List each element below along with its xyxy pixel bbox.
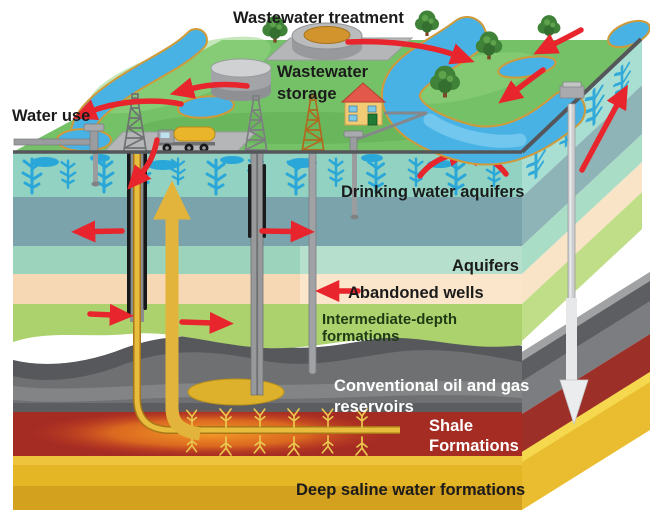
house-window-1 <box>348 105 358 113</box>
label-wastewater-storage-1: Wastewater <box>277 63 369 81</box>
river-inflow-arrow-1 <box>533 27 584 55</box>
house-window-2 <box>367 105 377 113</box>
truck-window <box>160 132 170 138</box>
injection-wellhead-cap <box>562 81 582 88</box>
front-face <box>13 152 522 510</box>
slate-arrow-right <box>259 220 315 243</box>
side-conventional-shade <box>522 281 650 381</box>
aquifers-highlight <box>300 246 522 274</box>
saline-bottom-shade <box>13 486 522 510</box>
storage-to-river-arrow <box>169 77 250 99</box>
pond-storage <box>177 95 235 119</box>
label-shale-2: Formations <box>429 437 519 455</box>
injection-arrow-shaft <box>566 298 577 382</box>
wastewater-storage-tank <box>210 58 272 101</box>
top-surface <box>13 10 650 166</box>
label-intermediate-2: formations <box>322 328 400 345</box>
side-conventional-highlight <box>522 272 650 361</box>
upward-flow-arrow <box>153 180 202 441</box>
oil-lens <box>187 378 285 406</box>
side-intermediate-layer <box>522 192 642 341</box>
truck <box>157 126 216 153</box>
water-use-pump <box>13 123 105 153</box>
layer-deep-saline <box>13 456 522 510</box>
label-conventional-2: reservoirs <box>334 398 414 416</box>
oil-well-pipe-line <box>256 152 259 395</box>
domestic-well-pump <box>343 111 428 153</box>
intermediate-arrow-2 <box>179 311 234 334</box>
conventional-oil-well <box>248 151 266 396</box>
fracking-well-pipe <box>134 154 400 433</box>
label-wastewater-treatment: Wastewater treatment <box>233 9 404 27</box>
side-face-up-arrow <box>579 84 628 173</box>
tree-icon <box>415 10 439 36</box>
slate-arrow-left <box>71 220 125 243</box>
surface-red-arrows <box>72 27 584 121</box>
tree-icon <box>537 15 561 40</box>
label-deep-saline: Deep saline water formations <box>296 481 525 499</box>
side-deep-saline-layer <box>522 372 650 510</box>
well-casing-left <box>127 152 131 316</box>
abandoned-deep-well <box>308 151 317 375</box>
oil-well-casing-left <box>248 164 252 238</box>
river-to-rig-arrow <box>72 98 184 121</box>
injection-well <box>559 81 589 426</box>
injection-wellhead <box>559 85 585 99</box>
side-shale-layer <box>522 334 650 452</box>
oil-well-casing-right <box>262 164 266 238</box>
label-shale-1: Shale <box>429 417 473 435</box>
label-abandoned-wells: Abandoned wells <box>348 284 484 302</box>
injection-pipe-highlight <box>569 104 572 386</box>
river-highlight <box>423 113 527 148</box>
intermediate-arrow-1 <box>87 303 134 326</box>
side-abandoned-layer <box>522 162 642 304</box>
layer-confining-slate <box>13 197 522 246</box>
saline-top-highlight <box>13 456 522 465</box>
domestic-well-underground <box>350 152 359 220</box>
house-window-3 <box>348 114 358 122</box>
injection-arrow-head <box>559 379 589 426</box>
label-water-use: Water use <box>12 107 90 125</box>
label-aquifers: Aquifers <box>452 257 519 275</box>
labels: Wastewater treatment Wastewater storage … <box>12 9 529 499</box>
label-wastewater-storage-2: storage <box>277 85 337 103</box>
well-casing-right <box>143 152 147 310</box>
house <box>340 82 387 126</box>
house-door <box>367 113 378 126</box>
injection-down-arrow-left <box>127 137 160 190</box>
water-use-well-underground <box>91 152 100 187</box>
right-face-lower-block <box>522 272 650 510</box>
side-aquifers-layer <box>522 134 642 274</box>
side-saline-highlight <box>522 372 650 462</box>
label-drinking-water-aquifers: Drinking water aquifers <box>341 183 524 201</box>
wastewater-treatment-tank <box>291 22 363 60</box>
treatment-to-river-arrow <box>345 38 475 65</box>
river-inflow-arrow-2 <box>498 67 546 104</box>
conventional-bottom-shade <box>13 403 522 412</box>
layer-aquifers <box>13 246 522 274</box>
label-conventional-1: Conventional oil and gas <box>334 377 529 395</box>
fracking-well <box>127 152 400 434</box>
truck-tank <box>173 126 216 142</box>
label-intermediate-1: Intermediate-depth <box>322 311 457 328</box>
